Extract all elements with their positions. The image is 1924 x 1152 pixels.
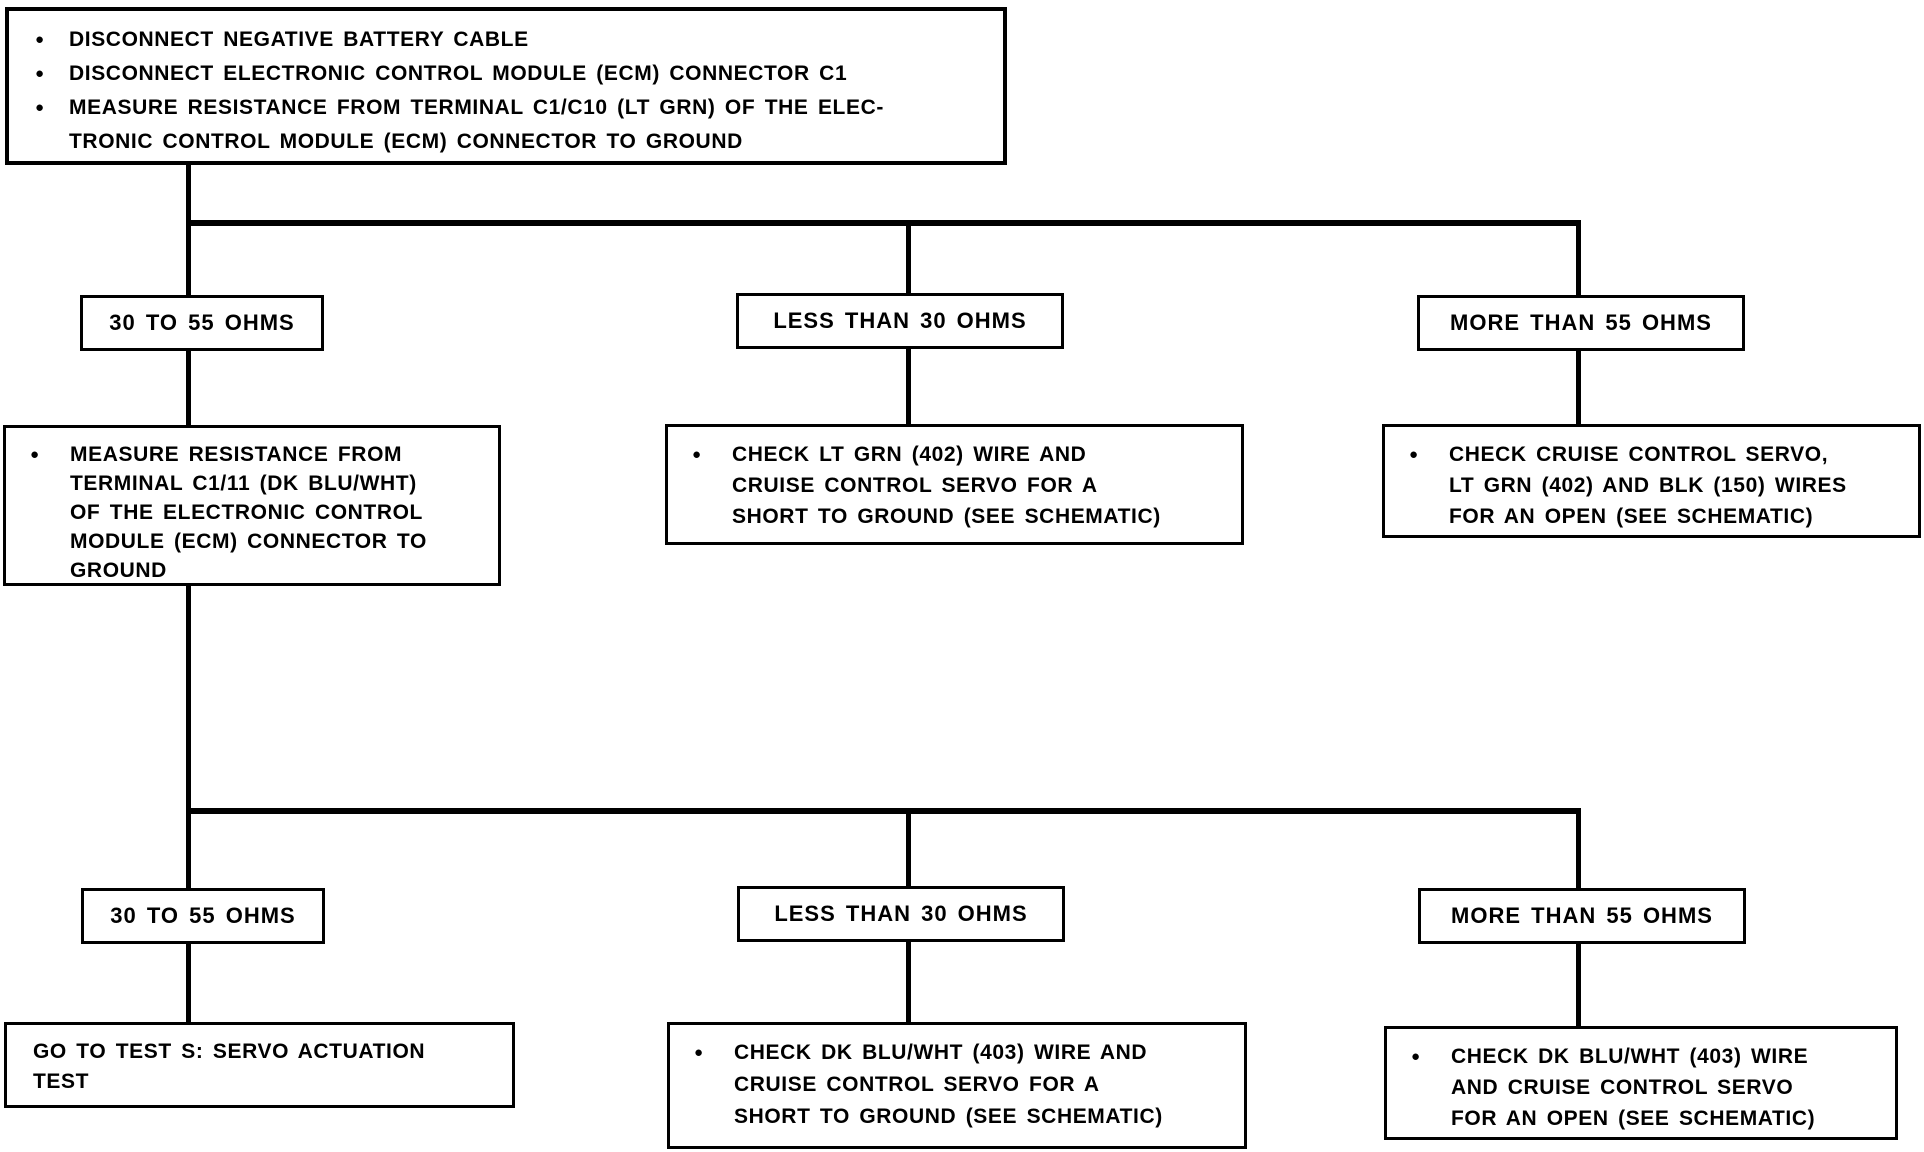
connector-line xyxy=(186,220,1581,226)
condition-30-to-55-ohms-top: 30 TO 55 OHMS xyxy=(80,295,324,351)
connector-line xyxy=(906,220,911,295)
check-servo-402-150-open-box: ● CHECK CRUISE CONTROL SERVO, LT GRN (40… xyxy=(1382,424,1921,538)
instruction-text: DISCONNECT NEGATIVE BATTERY CABLE xyxy=(69,28,529,51)
condition-label: MORE THAN 55 OHMS xyxy=(1451,903,1713,928)
instruction-item: ● DISCONNECT ELECTRONIC CONTROL MODULE (… xyxy=(35,57,985,91)
condition-30-to-55-ohms-bottom: 30 TO 55 OHMS xyxy=(81,888,325,944)
connector-line xyxy=(906,808,911,888)
check-dk-blu-wht-403-short-box: ● CHECK DK BLU/WHT (403) WIRE AND CRUISE… xyxy=(667,1022,1247,1149)
connector-line xyxy=(186,163,191,297)
condition-label: LESS THAN 30 OHMS xyxy=(774,901,1028,926)
bullet-icon: ● xyxy=(692,446,702,463)
bullet-icon: ● xyxy=(35,65,45,82)
bullet-icon: ● xyxy=(1409,446,1419,463)
condition-more-than-55-ohms-bottom: MORE THAN 55 OHMS xyxy=(1418,888,1746,944)
bullet-icon: ● xyxy=(30,446,40,463)
condition-less-than-30-ohms-bottom: LESS THAN 30 OHMS xyxy=(737,886,1065,942)
action-text: GO TO TEST S: SERVO ACTUATION TEST xyxy=(33,1040,426,1093)
action-item: ● CHECK DK BLU/WHT (403) WIRE AND CRUISE… xyxy=(1411,1041,1885,1134)
condition-less-than-30-ohms-top: LESS THAN 30 OHMS xyxy=(736,293,1064,349)
connector-line xyxy=(186,584,191,890)
condition-label: 30 TO 55 OHMS xyxy=(110,903,296,928)
go-to-test-s-box: GO TO TEST S: SERVO ACTUATION TEST xyxy=(4,1022,515,1108)
instruction-text: DISCONNECT ELECTRONIC CONTROL MODULE (EC… xyxy=(69,62,848,85)
connector-line xyxy=(1576,349,1581,426)
check-dk-blu-wht-403-open-box: ● CHECK DK BLU/WHT (403) WIRE AND CRUISE… xyxy=(1384,1026,1898,1140)
instruction-text: MEASURE RESISTANCE FROM TERMINAL C1/C10 … xyxy=(69,96,884,153)
measure-resistance-c1-11-box: ● MEASURE RESISTANCE FROM TERMINAL C1/11… xyxy=(3,425,501,586)
check-lt-grn-402-short-box: ● CHECK LT GRN (402) WIRE AND CRUISE CON… xyxy=(665,424,1244,545)
connector-line xyxy=(906,940,911,1024)
connector-line xyxy=(1576,220,1581,297)
connector-line xyxy=(1576,942,1581,1028)
condition-label: LESS THAN 30 OHMS xyxy=(773,308,1027,333)
action-item: ● MEASURE RESISTANCE FROM TERMINAL C1/11… xyxy=(30,440,488,585)
connector-line xyxy=(1576,808,1581,890)
bullet-icon: ● xyxy=(35,31,45,48)
bullet-icon: ● xyxy=(35,99,45,116)
connector-line xyxy=(186,349,191,427)
bullet-icon: ● xyxy=(1411,1048,1421,1065)
action-text: CHECK DK BLU/WHT (403) WIRE AND CRUISE C… xyxy=(734,1041,1163,1128)
action-text: CHECK DK BLU/WHT (403) WIRE AND CRUISE C… xyxy=(1451,1045,1816,1130)
connector-line xyxy=(186,942,191,1024)
connector-line xyxy=(186,808,1581,814)
action-text: CHECK CRUISE CONTROL SERVO, LT GRN (402)… xyxy=(1449,443,1847,528)
action-item: ● CHECK DK BLU/WHT (403) WIRE AND CRUISE… xyxy=(694,1037,1234,1133)
action-item: ● CHECK LT GRN (402) WIRE AND CRUISE CON… xyxy=(692,439,1231,532)
condition-label: 30 TO 55 OHMS xyxy=(109,310,295,335)
condition-more-than-55-ohms-top: MORE THAN 55 OHMS xyxy=(1417,295,1745,351)
bullet-icon: ● xyxy=(694,1044,704,1061)
action-text: MEASURE RESISTANCE FROM TERMINAL C1/11 (… xyxy=(70,443,427,582)
start-instructions-box: ● DISCONNECT NEGATIVE BATTERY CABLE ● DI… xyxy=(5,7,1007,165)
connector-line xyxy=(906,347,911,426)
condition-label: MORE THAN 55 OHMS xyxy=(1450,310,1712,335)
action-text: CHECK LT GRN (402) WIRE AND CRUISE CONTR… xyxy=(732,443,1161,528)
action-item: ● CHECK CRUISE CONTROL SERVO, LT GRN (40… xyxy=(1409,439,1908,532)
instruction-item: ● MEASURE RESISTANCE FROM TERMINAL C1/C1… xyxy=(35,91,985,159)
instruction-item: ● DISCONNECT NEGATIVE BATTERY CABLE xyxy=(35,23,985,57)
